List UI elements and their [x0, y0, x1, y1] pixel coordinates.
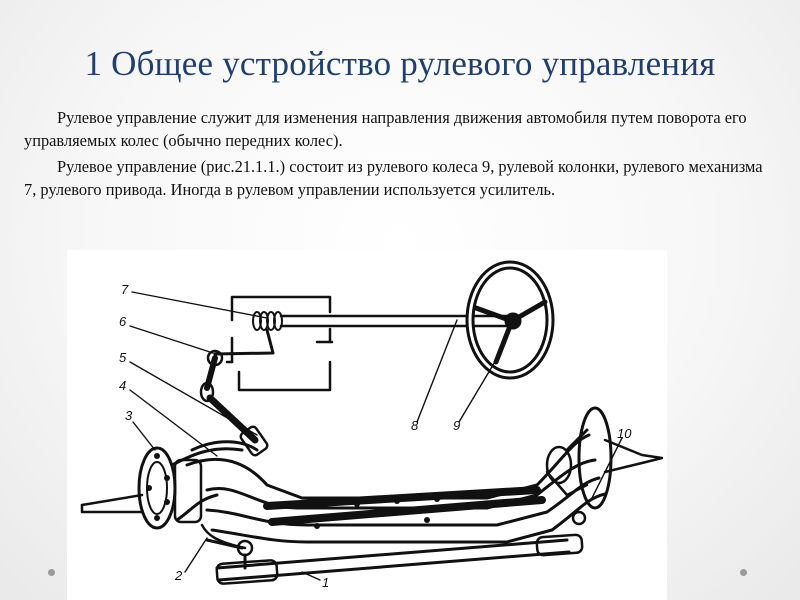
callout-label-5: 5 — [119, 350, 127, 365]
callout-label-10: 10 — [617, 426, 632, 441]
slide-nav-bullet-right — [740, 569, 747, 576]
steering-wheel — [465, 260, 555, 380]
steering-column — [279, 314, 514, 328]
callout-label-1: 1 — [322, 575, 329, 590]
paragraph-purpose: Рулевое управление служит для изменения … — [24, 108, 747, 150]
callout-label-9: 9 — [453, 418, 460, 433]
steering-diagram-drawing: 1 2 3 4 5 6 7 8 9 10 — [80, 260, 664, 590]
steering-mechanism — [213, 295, 334, 392]
slide-title: 1 Общее устройство рулевого управления — [84, 44, 716, 83]
steering-linkage — [199, 349, 269, 457]
tie-rod — [200, 523, 584, 585]
right-knuckle-hub — [565, 406, 664, 526]
callout-label-6: 6 — [119, 314, 127, 329]
slide-nav-bullet-left — [48, 569, 55, 576]
callout-label-8: 8 — [411, 418, 419, 433]
slide-body: Рулевое управление служит для изменения … — [24, 107, 774, 205]
callout-leaders — [129, 291, 623, 581]
callout-label-4: 4 — [119, 378, 126, 393]
callout-label-7: 7 — [121, 282, 129, 297]
paragraph-components: Рулевое управление (рис.21.1.1.) состоит… — [24, 157, 763, 199]
callout-label-3: 3 — [125, 408, 133, 423]
steering-system-diagram: 1 2 3 4 5 6 7 8 9 10 — [67, 250, 667, 600]
callout-label-2: 2 — [174, 568, 183, 583]
left-knuckle-hub — [80, 440, 259, 530]
